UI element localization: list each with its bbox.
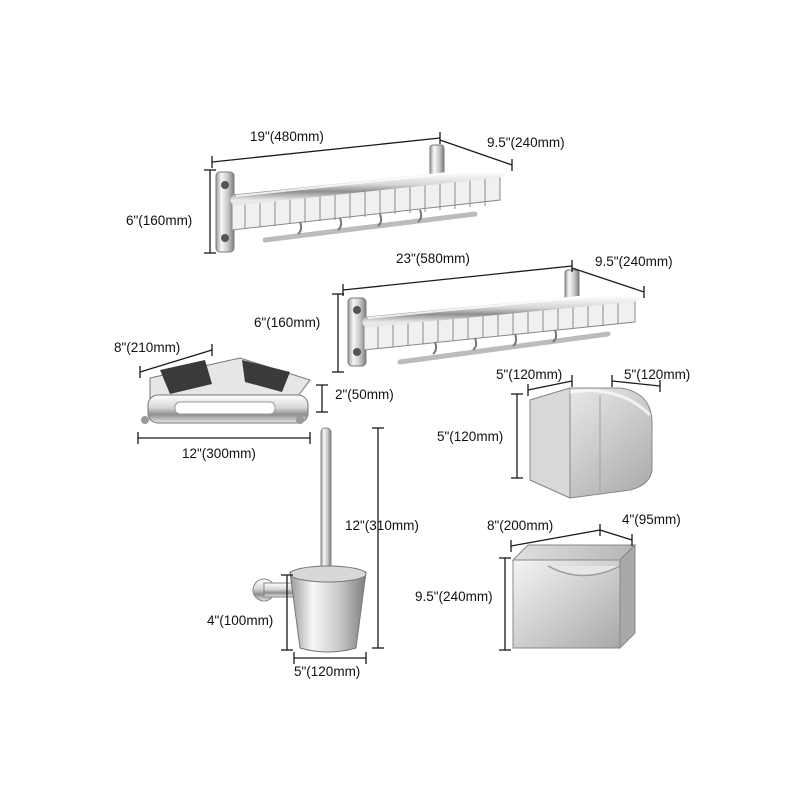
brush-cup-height-label: 4"(100mm) xyxy=(207,613,274,628)
roll-holder-depth-label: 5"(120mm) xyxy=(624,367,691,382)
tissue-box-depth-label: 4"(95mm) xyxy=(622,512,681,527)
shelf-small-height-label: 6"(160mm) xyxy=(126,213,193,228)
towel-shelf-small xyxy=(215,144,506,253)
shelf-small-length-label: 19"(480mm) xyxy=(250,129,324,144)
corner-basket-side-label: 8"(210mm) xyxy=(114,340,181,355)
shelf-large-height-label: 6"(160mm) xyxy=(254,315,321,330)
roll-holder-width-label: 5"(120mm) xyxy=(496,367,563,382)
roll-holder-height-label: 5"(120mm) xyxy=(437,429,504,444)
corner-basket-height-label: 2"(50mm) xyxy=(335,387,394,402)
corner-basket-width-label: 12"(300mm) xyxy=(182,446,256,461)
brush-height-label: 12"(310mm) xyxy=(345,518,419,533)
tissue-box xyxy=(511,543,637,650)
toilet-roll-holder xyxy=(529,387,653,499)
shelf-small-depth-label: 9.5"(240mm) xyxy=(487,135,565,150)
brush-cup-width-label: 5"(120mm) xyxy=(294,664,361,679)
tissue-box-width-label: 8"(200mm) xyxy=(487,518,554,533)
corner-basket xyxy=(141,357,311,424)
towel-shelf-large xyxy=(347,269,641,367)
tissue-box-height-label: 9.5"(240mm) xyxy=(415,589,493,604)
dimension-lines xyxy=(137,132,661,664)
shelf-large-length-label: 23"(580mm) xyxy=(396,251,470,266)
shelf-large-depth-label: 9.5"(240mm) xyxy=(595,254,673,269)
